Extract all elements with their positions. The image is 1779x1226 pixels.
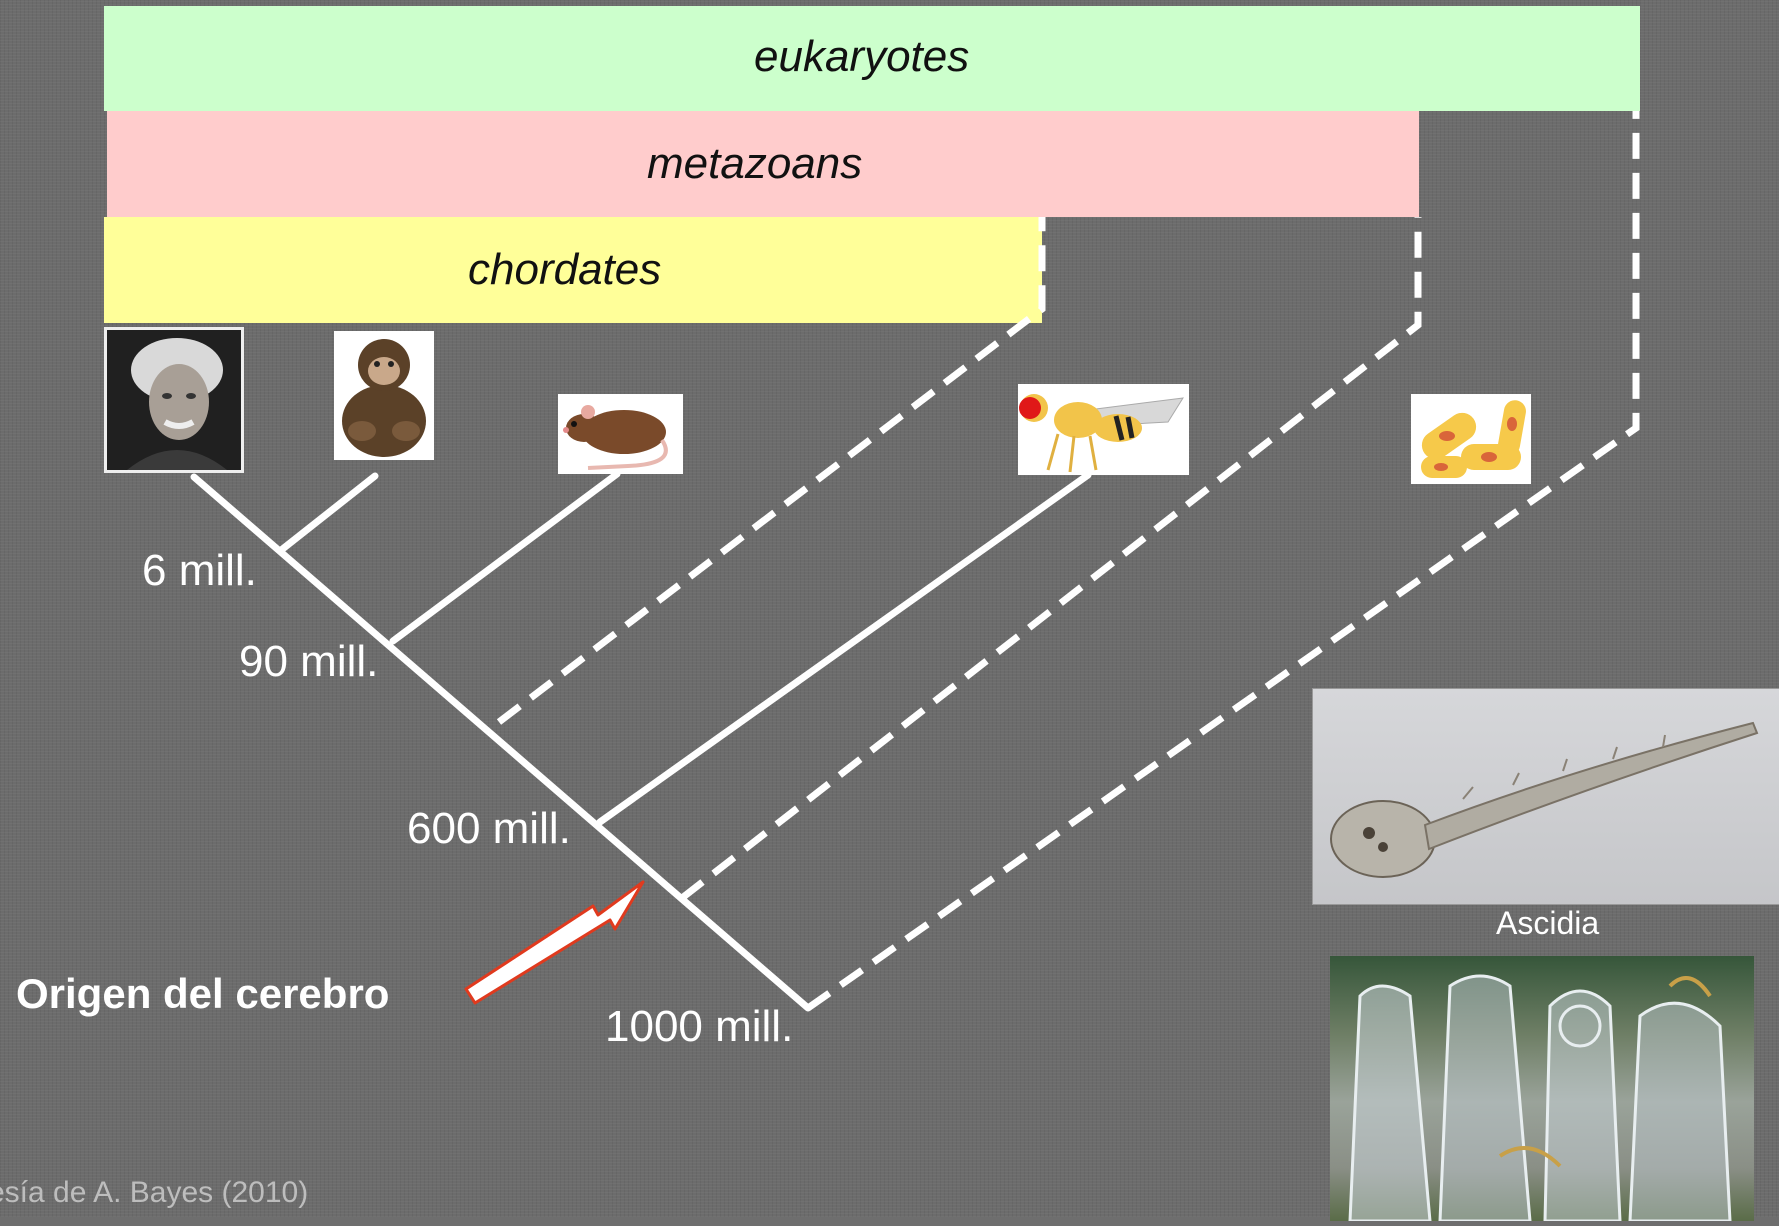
- time-label-90: 90 mill.: [239, 637, 378, 687]
- origin-label: Origen del cerebro: [16, 970, 389, 1018]
- fruit-fly-icon: [1018, 384, 1189, 475]
- mouse-icon: [558, 394, 683, 474]
- origin-arrow: [466, 882, 643, 1003]
- credit-text: esía de A. Bayes (2010): [0, 1176, 308, 1210]
- time-label-1000: 1000 mill.: [605, 1002, 793, 1052]
- branch-chimp: [280, 476, 375, 551]
- branch-mouse: [393, 474, 617, 641]
- einstein-portrait: [104, 327, 244, 473]
- chimpanzee-icon: [334, 331, 434, 460]
- dashed-metazoans: [682, 217, 1418, 898]
- ascidia-larva-photo: [1312, 688, 1779, 905]
- time-label-600: 600 mill.: [407, 804, 571, 854]
- ascidia-adult-photo: [1330, 956, 1754, 1221]
- time-label-6: 6 mill.: [142, 546, 257, 596]
- ascidia-label: Ascidia: [1496, 905, 1599, 942]
- yeast-cells-icon: [1411, 394, 1531, 484]
